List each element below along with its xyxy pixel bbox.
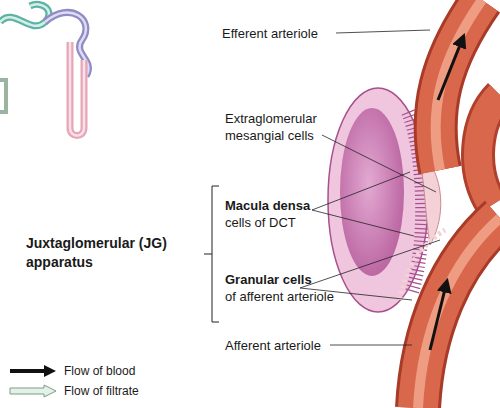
blood-flow-arrow — [430, 285, 446, 350]
leader-line — [300, 240, 440, 288]
vessel-body — [418, 218, 500, 408]
vessel-wall — [436, 0, 482, 170]
part-label: Efferent arteriole — [222, 25, 382, 42]
leader-line — [312, 210, 414, 236]
leader-line — [312, 172, 410, 210]
part-label: of afferent arteriole — [225, 288, 365, 305]
part-label: cells of DCT — [225, 214, 365, 231]
tubule-lumen — [340, 108, 404, 276]
leader-line — [322, 135, 436, 192]
leader-line — [336, 30, 430, 33]
legend-text: Flow of filtrate — [64, 384, 139, 398]
efferent-vessel — [436, 0, 482, 170]
tubule-wall — [328, 88, 428, 312]
legend-text: Flow of blood — [64, 364, 135, 378]
tubule-lumen — [0, 4, 49, 26]
loop-lumen — [70, 42, 84, 136]
part-label: Afferent arteriole — [225, 337, 365, 354]
tubule-segment — [0, 80, 6, 112]
part-label: Macula densa — [225, 197, 365, 214]
loop-of-henle — [70, 42, 84, 136]
vessel-wall — [418, 218, 500, 408]
part-label: Granular cells — [225, 271, 365, 288]
blood-arrow-shaft — [10, 369, 46, 373]
legend-row: Flow of filtrate — [8, 382, 139, 400]
group-bracket — [204, 186, 219, 322]
legend-row: Flow of blood — [8, 362, 135, 380]
glomerular-vessel — [478, 95, 500, 205]
glomerular-vessel — [478, 95, 500, 205]
part-label: Extraglomerular mesangial cells — [225, 110, 335, 144]
group-label: Juxtaglomerular (JG) apparatus — [26, 234, 196, 272]
filtrate-arrow — [10, 385, 56, 397]
vessel-highlight — [436, 0, 482, 170]
vessel-body — [436, 0, 482, 170]
leader-line — [330, 345, 412, 346]
blood-flow-arrow — [438, 40, 462, 100]
vessel-highlight — [418, 218, 500, 408]
legend-sample — [8, 364, 58, 378]
nephron-thumbnail — [0, 4, 88, 135]
afferent-vessel — [400, 218, 500, 408]
legend-sample — [8, 384, 58, 398]
blood-arrow-head — [44, 365, 56, 377]
dct-section — [328, 88, 428, 312]
tubule-segment — [0, 4, 49, 26]
